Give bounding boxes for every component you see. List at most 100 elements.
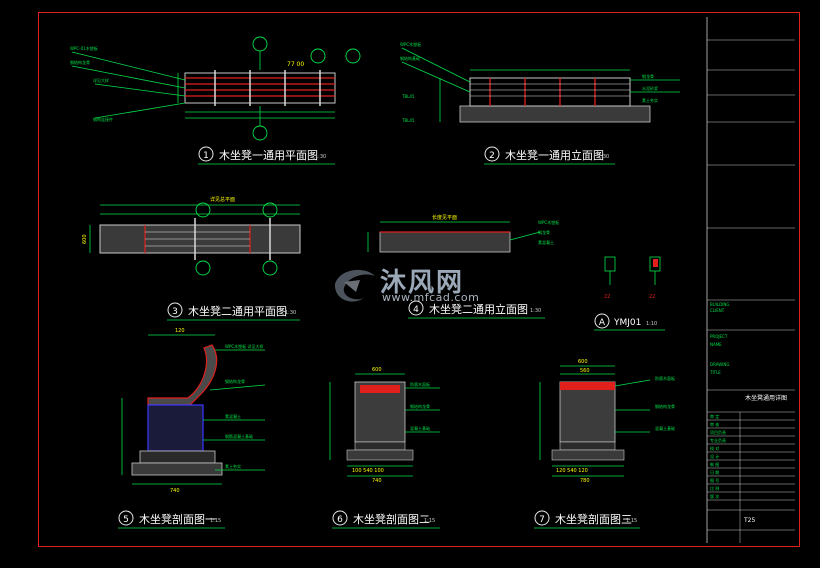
svg-text:钢龙骨: 钢龙骨 (642, 73, 654, 79)
svg-text:TBL45: TBL45 (401, 118, 415, 123)
drawing-border (38, 12, 800, 547)
sec6-top-dim: 600 (372, 367, 382, 373)
svg-text:素混凝土: 素混凝土 (225, 413, 241, 419)
view-title-2: 2 木坐凳一通用立面图 1:30 (484, 146, 615, 165)
sec7-bottom-dim-2: 780 (580, 478, 590, 484)
view-title-1: 1 木坐凳一通用平面图 1:30 (198, 146, 335, 165)
view-title-7: 7 木坐凳剖面图三 1:15 (534, 510, 640, 529)
svg-text:木坐凳剖面图二: 木坐凳剖面图二 (353, 512, 430, 526)
svg-text:设 计: 设 计 (710, 453, 719, 459)
svg-text:PROJECT: PROJECT (710, 334, 728, 339)
svg-text:混凝土基础: 混凝土基础 (655, 425, 675, 431)
svg-text:1:30: 1:30 (598, 154, 609, 160)
svg-text:钢结构基础: 钢结构基础 (400, 55, 420, 61)
view-title-3: 3 木坐凳二通用平面图 1:30 (167, 302, 300, 321)
svg-text:防腐木面板: 防腐木面板 (410, 381, 430, 387)
sec7-bottom-dim-1: 120 540 120 (556, 468, 588, 474)
svg-text:TITLE: TITLE (709, 370, 721, 375)
svg-text:专业负责: 专业负责 (710, 437, 726, 443)
svg-text:木坐凳一通用立面图: 木坐凳一通用立面图 (505, 148, 604, 162)
view-title-5: 5 木坐凳剖面图一 1:15 (118, 510, 225, 529)
view-A-detail: 22 22 (604, 256, 661, 300)
svg-text:钢筋混凝土基础: 钢筋混凝土基础 (225, 433, 253, 439)
svg-text:1:10: 1:10 (646, 321, 657, 327)
svg-text:木坐凳剖面图一: 木坐凳剖面图一 (139, 512, 216, 526)
svg-text:1:15: 1:15 (210, 518, 221, 524)
view-3-plan: 详见总平面 600 (82, 196, 301, 276)
svg-text:22: 22 (604, 294, 610, 300)
svg-text:详见大样: 详见大样 (93, 77, 109, 83)
svg-text:WPC-01木塑板: WPC-01木塑板 (70, 45, 98, 51)
svg-text:素土夯实: 素土夯实 (225, 463, 241, 469)
view-title-A: A YMJ01 1:10 (594, 313, 665, 331)
svg-text:WPC木塑板: WPC木塑板 (538, 219, 559, 225)
svg-text:NAME: NAME (710, 342, 722, 347)
svg-text:WPC木塑板: WPC木塑板 (400, 41, 421, 47)
sec5-bottom-dim: 740 (170, 488, 180, 494)
svg-text:BUILDING: BUILDING (710, 302, 729, 307)
plan3-side-dim: 600 (82, 234, 88, 244)
svg-text:DRAWING: DRAWING (710, 362, 729, 367)
svg-text:1:30: 1:30 (285, 310, 296, 316)
svg-text:校 对: 校 对 (710, 445, 719, 451)
svg-text:4: 4 (413, 305, 419, 315)
svg-text:素混凝土: 素混凝土 (538, 239, 554, 245)
svg-text:日 期: 日 期 (710, 469, 719, 475)
svg-text:钢结构龙骨: 钢结构龙骨 (410, 403, 430, 409)
svg-text:TBL45: TBL45 (401, 94, 415, 99)
svg-text:7: 7 (539, 515, 545, 525)
watermark-brand: 沐风网 (380, 268, 465, 298)
svg-text:木坐凳剖面图三: 木坐凳剖面图三 (555, 512, 632, 526)
view-title-6: 6 木坐凳剖面图二 1:15 (332, 510, 440, 529)
sheet-title: 木坐凳通用详图 (745, 394, 787, 402)
svg-text:钢龙骨: 钢龙骨 (538, 229, 550, 235)
svg-text:水泥砂浆: 水泥砂浆 (642, 85, 658, 91)
svg-text:1:30: 1:30 (315, 154, 326, 160)
svg-text:钢结构龙骨: 钢结构龙骨 (70, 59, 90, 65)
svg-text:5: 5 (123, 515, 129, 525)
sec6-bottom-dim-2: 740 (372, 478, 382, 484)
plan1-dim: 77 00 (287, 61, 304, 68)
watermark-logo (330, 262, 490, 306)
svg-text:木坐凳二通用立面图: 木坐凳二通用立面图 (429, 302, 528, 316)
svg-text:1: 1 (203, 151, 209, 161)
svg-text:WPC木塑板 详见大样: WPC木塑板 详见大样 (225, 343, 263, 349)
svg-text:3: 3 (172, 307, 178, 317)
svg-text:钢构连接件: 钢构连接件 (93, 116, 113, 122)
svg-text:钢结构龙骨: 钢结构龙骨 (655, 403, 675, 409)
svg-text:防腐木面板: 防腐木面板 (655, 375, 675, 381)
svg-text:制 图: 制 图 (710, 461, 719, 467)
sec7-top-dim-2: 560 (580, 368, 590, 374)
svg-text:审 核: 审 核 (710, 421, 719, 427)
sec6-bottom-dim-1: 100 540 100 (352, 468, 384, 474)
svg-text:比 例: 比 例 (710, 485, 719, 491)
svg-text:1:30: 1:30 (530, 308, 541, 314)
view-title-4: 4 木坐凳二通用立面图 1:30 (408, 300, 545, 319)
watermark-url: www.mfcad.com (382, 291, 480, 304)
svg-text:木坐凳一通用平面图: 木坐凳一通用平面图 (219, 148, 318, 162)
svg-text:图 号: 图 号 (710, 477, 719, 483)
svg-text:1:15: 1:15 (424, 518, 435, 524)
sheet-number: T25 (743, 517, 755, 524)
svg-text:项目负责: 项目负责 (710, 429, 726, 435)
svg-text:22: 22 (649, 294, 655, 300)
sec7-top-dim-1: 600 (578, 359, 588, 365)
svg-text:A: A (599, 318, 606, 328)
svg-text:木坐凳二通用平面图: 木坐凳二通用平面图 (188, 304, 287, 318)
svg-text:审 定: 审 定 (710, 413, 719, 419)
elev4-dim: 长度见平面 (432, 214, 457, 221)
svg-text:素土夯实: 素土夯实 (642, 97, 658, 103)
svg-text:CLIENT: CLIENT (710, 308, 725, 313)
plan3-dim: 详见总平面 (210, 196, 235, 203)
sec5-top-dim: 120 (175, 328, 185, 334)
svg-text:2: 2 (489, 151, 495, 161)
svg-text:版 次: 版 次 (710, 493, 719, 499)
